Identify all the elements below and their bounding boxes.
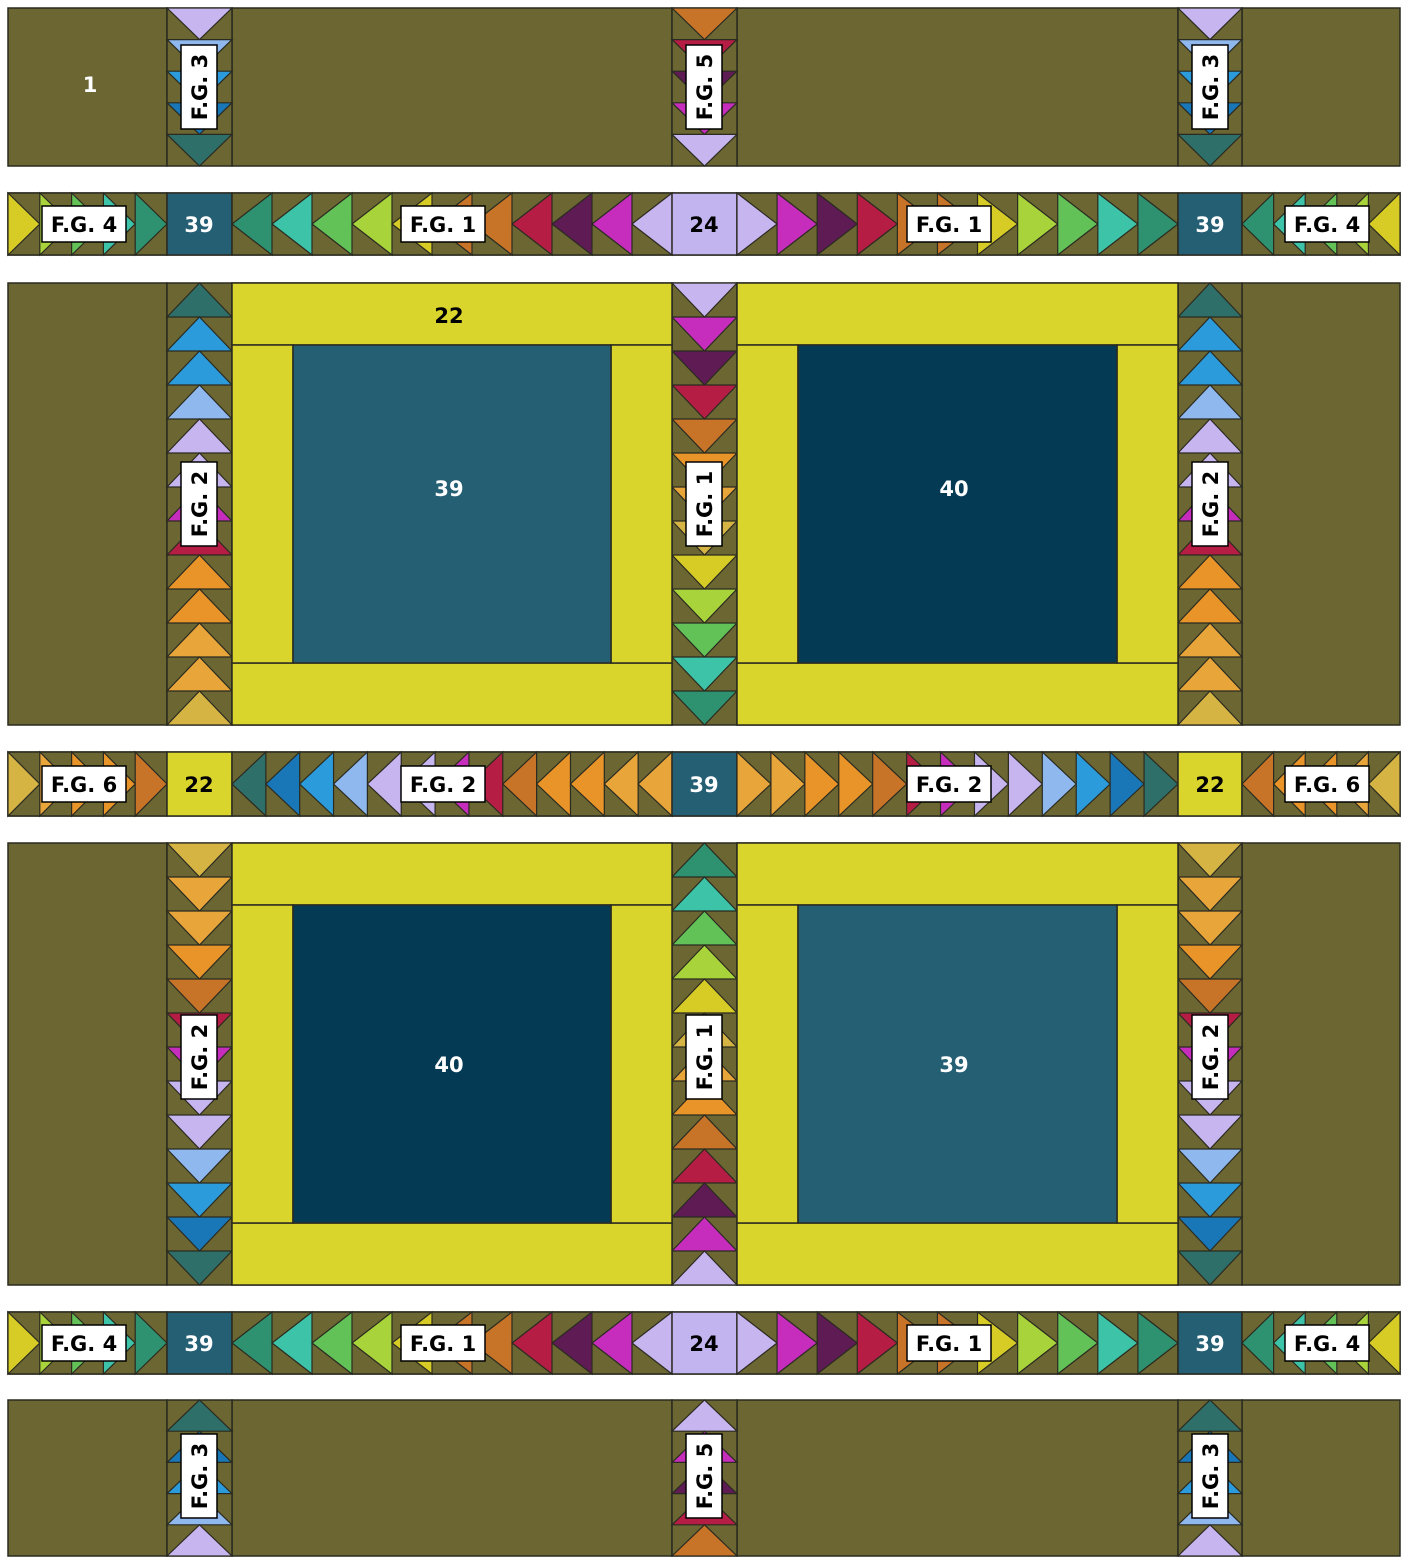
flying-geese-label: F.G. 3 bbox=[1192, 45, 1228, 129]
flying-geese-label: F.G. 6 bbox=[1285, 766, 1369, 802]
flying-geese-label-text: F.G. 1 bbox=[693, 471, 717, 537]
flying-geese-label-text: F.G. 3 bbox=[1199, 54, 1223, 120]
block-number-label: 22 bbox=[184, 773, 213, 797]
flying-geese-label: F.G. 2 bbox=[1192, 1015, 1228, 1099]
flying-geese-label: F.G. 1 bbox=[686, 1015, 722, 1099]
flying-geese-label: F.G. 4 bbox=[1285, 206, 1369, 242]
flying-geese-label-text: F.G. 2 bbox=[1199, 471, 1223, 537]
frame-bottom-strip bbox=[737, 663, 1178, 725]
border-panel bbox=[8, 843, 167, 1285]
block-number-label: 39 bbox=[1195, 1332, 1224, 1356]
frame-left-strip bbox=[232, 905, 293, 1223]
flying-geese-label-text: F.G. 3 bbox=[188, 1443, 212, 1509]
block-number-label: 39 bbox=[184, 1332, 213, 1356]
block-number-label: 1 bbox=[83, 73, 98, 97]
frame-bottom-strip bbox=[232, 1223, 672, 1285]
block-number-label: 40 bbox=[939, 477, 968, 501]
block-number-label: 22 bbox=[1195, 773, 1224, 797]
frame-right-strip bbox=[611, 345, 672, 663]
border-panel bbox=[737, 1400, 1178, 1556]
flying-geese-label-text: F.G. 2 bbox=[188, 471, 212, 537]
flying-geese-label-text: F.G. 6 bbox=[1294, 773, 1360, 797]
flying-geese-label: F.G. 4 bbox=[42, 1325, 126, 1361]
flying-geese-label: F.G. 6 bbox=[42, 766, 126, 802]
border-panel bbox=[8, 1400, 167, 1556]
frame-left-strip bbox=[232, 345, 293, 663]
flying-geese-label: F.G. 3 bbox=[181, 45, 217, 129]
flying-geese-label-text: F.G. 1 bbox=[410, 1332, 476, 1356]
flying-geese-label: F.G. 4 bbox=[1285, 1325, 1369, 1361]
flying-geese-label-text: F.G. 2 bbox=[188, 1024, 212, 1090]
border-panel bbox=[1242, 283, 1400, 725]
flying-geese-label: F.G. 5 bbox=[686, 45, 722, 129]
flying-geese-label: F.G. 2 bbox=[401, 766, 485, 802]
flying-geese-label-text: F.G. 5 bbox=[693, 1443, 717, 1509]
flying-geese-label: F.G. 1 bbox=[907, 1325, 991, 1361]
flying-geese-label: F.G. 2 bbox=[181, 1015, 217, 1099]
flying-geese-label-text: F.G. 3 bbox=[1199, 1443, 1223, 1509]
flying-geese-label: F.G. 3 bbox=[1192, 1434, 1228, 1518]
block-number-label: 22 bbox=[434, 304, 463, 328]
center-square-block bbox=[798, 345, 1117, 663]
frame-top-strip bbox=[737, 843, 1178, 905]
flying-geese-label: F.G. 2 bbox=[181, 462, 217, 546]
flying-geese-label-text: F.G. 1 bbox=[410, 213, 476, 237]
block-number-label: 39 bbox=[939, 1053, 968, 1077]
border-panel bbox=[1242, 1400, 1400, 1556]
border-panel bbox=[232, 8, 672, 166]
flying-geese-label-text: F.G. 1 bbox=[693, 1024, 717, 1090]
flying-geese-label: F.G. 2 bbox=[1192, 462, 1228, 546]
flying-geese-label-text: F.G. 3 bbox=[188, 54, 212, 120]
block-number-label: 39 bbox=[434, 477, 463, 501]
flying-geese-label: F.G. 1 bbox=[686, 462, 722, 546]
flying-geese-label-text: F.G. 4 bbox=[51, 1332, 117, 1356]
frame-right-strip bbox=[1117, 905, 1178, 1223]
frame-bottom-strip bbox=[737, 1223, 1178, 1285]
flying-geese-label-text: F.G. 4 bbox=[51, 213, 117, 237]
flying-geese-label: F.G. 1 bbox=[401, 1325, 485, 1361]
border-panel bbox=[232, 1400, 672, 1556]
border-panel bbox=[8, 283, 167, 725]
flying-geese-label: F.G. 4 bbox=[42, 206, 126, 242]
flying-geese-label: F.G. 3 bbox=[181, 1434, 217, 1518]
flying-geese-label-text: F.G. 2 bbox=[1199, 1024, 1223, 1090]
block-number-label: 39 bbox=[689, 773, 718, 797]
flying-geese-label-text: F.G. 4 bbox=[1294, 1332, 1360, 1356]
block-number-label: 39 bbox=[184, 213, 213, 237]
flying-geese-label: F.G. 5 bbox=[686, 1434, 722, 1518]
frame-top-strip bbox=[232, 843, 672, 905]
center-square-block bbox=[293, 345, 611, 663]
block-number-label: 40 bbox=[434, 1053, 463, 1077]
frame-top-strip bbox=[737, 283, 1178, 345]
frame-left-strip bbox=[737, 905, 798, 1223]
frame-right-strip bbox=[1117, 345, 1178, 663]
border-panel bbox=[1242, 8, 1400, 166]
frame-right-strip bbox=[611, 905, 672, 1223]
flying-geese-label: F.G. 2 bbox=[907, 766, 991, 802]
flying-geese-label-text: F.G. 2 bbox=[916, 773, 982, 797]
flying-geese-label-text: F.G. 5 bbox=[693, 54, 717, 120]
block-number-label: 24 bbox=[689, 1332, 718, 1356]
border-panel bbox=[1242, 843, 1400, 1285]
flying-geese-label: F.G. 1 bbox=[907, 206, 991, 242]
frame-bottom-strip bbox=[232, 663, 672, 725]
flying-geese-label-text: F.G. 2 bbox=[410, 773, 476, 797]
flying-geese-label: F.G. 1 bbox=[401, 206, 485, 242]
border-panel bbox=[737, 8, 1178, 166]
flying-geese-label-text: F.G. 1 bbox=[916, 1332, 982, 1356]
frame-left-strip bbox=[737, 345, 798, 663]
flying-geese-label-text: F.G. 4 bbox=[1294, 213, 1360, 237]
flying-geese-label-text: F.G. 6 bbox=[51, 773, 117, 797]
block-number-label: 39 bbox=[1195, 213, 1224, 237]
block-number-label: 24 bbox=[689, 213, 718, 237]
flying-geese-label-text: F.G. 1 bbox=[916, 213, 982, 237]
